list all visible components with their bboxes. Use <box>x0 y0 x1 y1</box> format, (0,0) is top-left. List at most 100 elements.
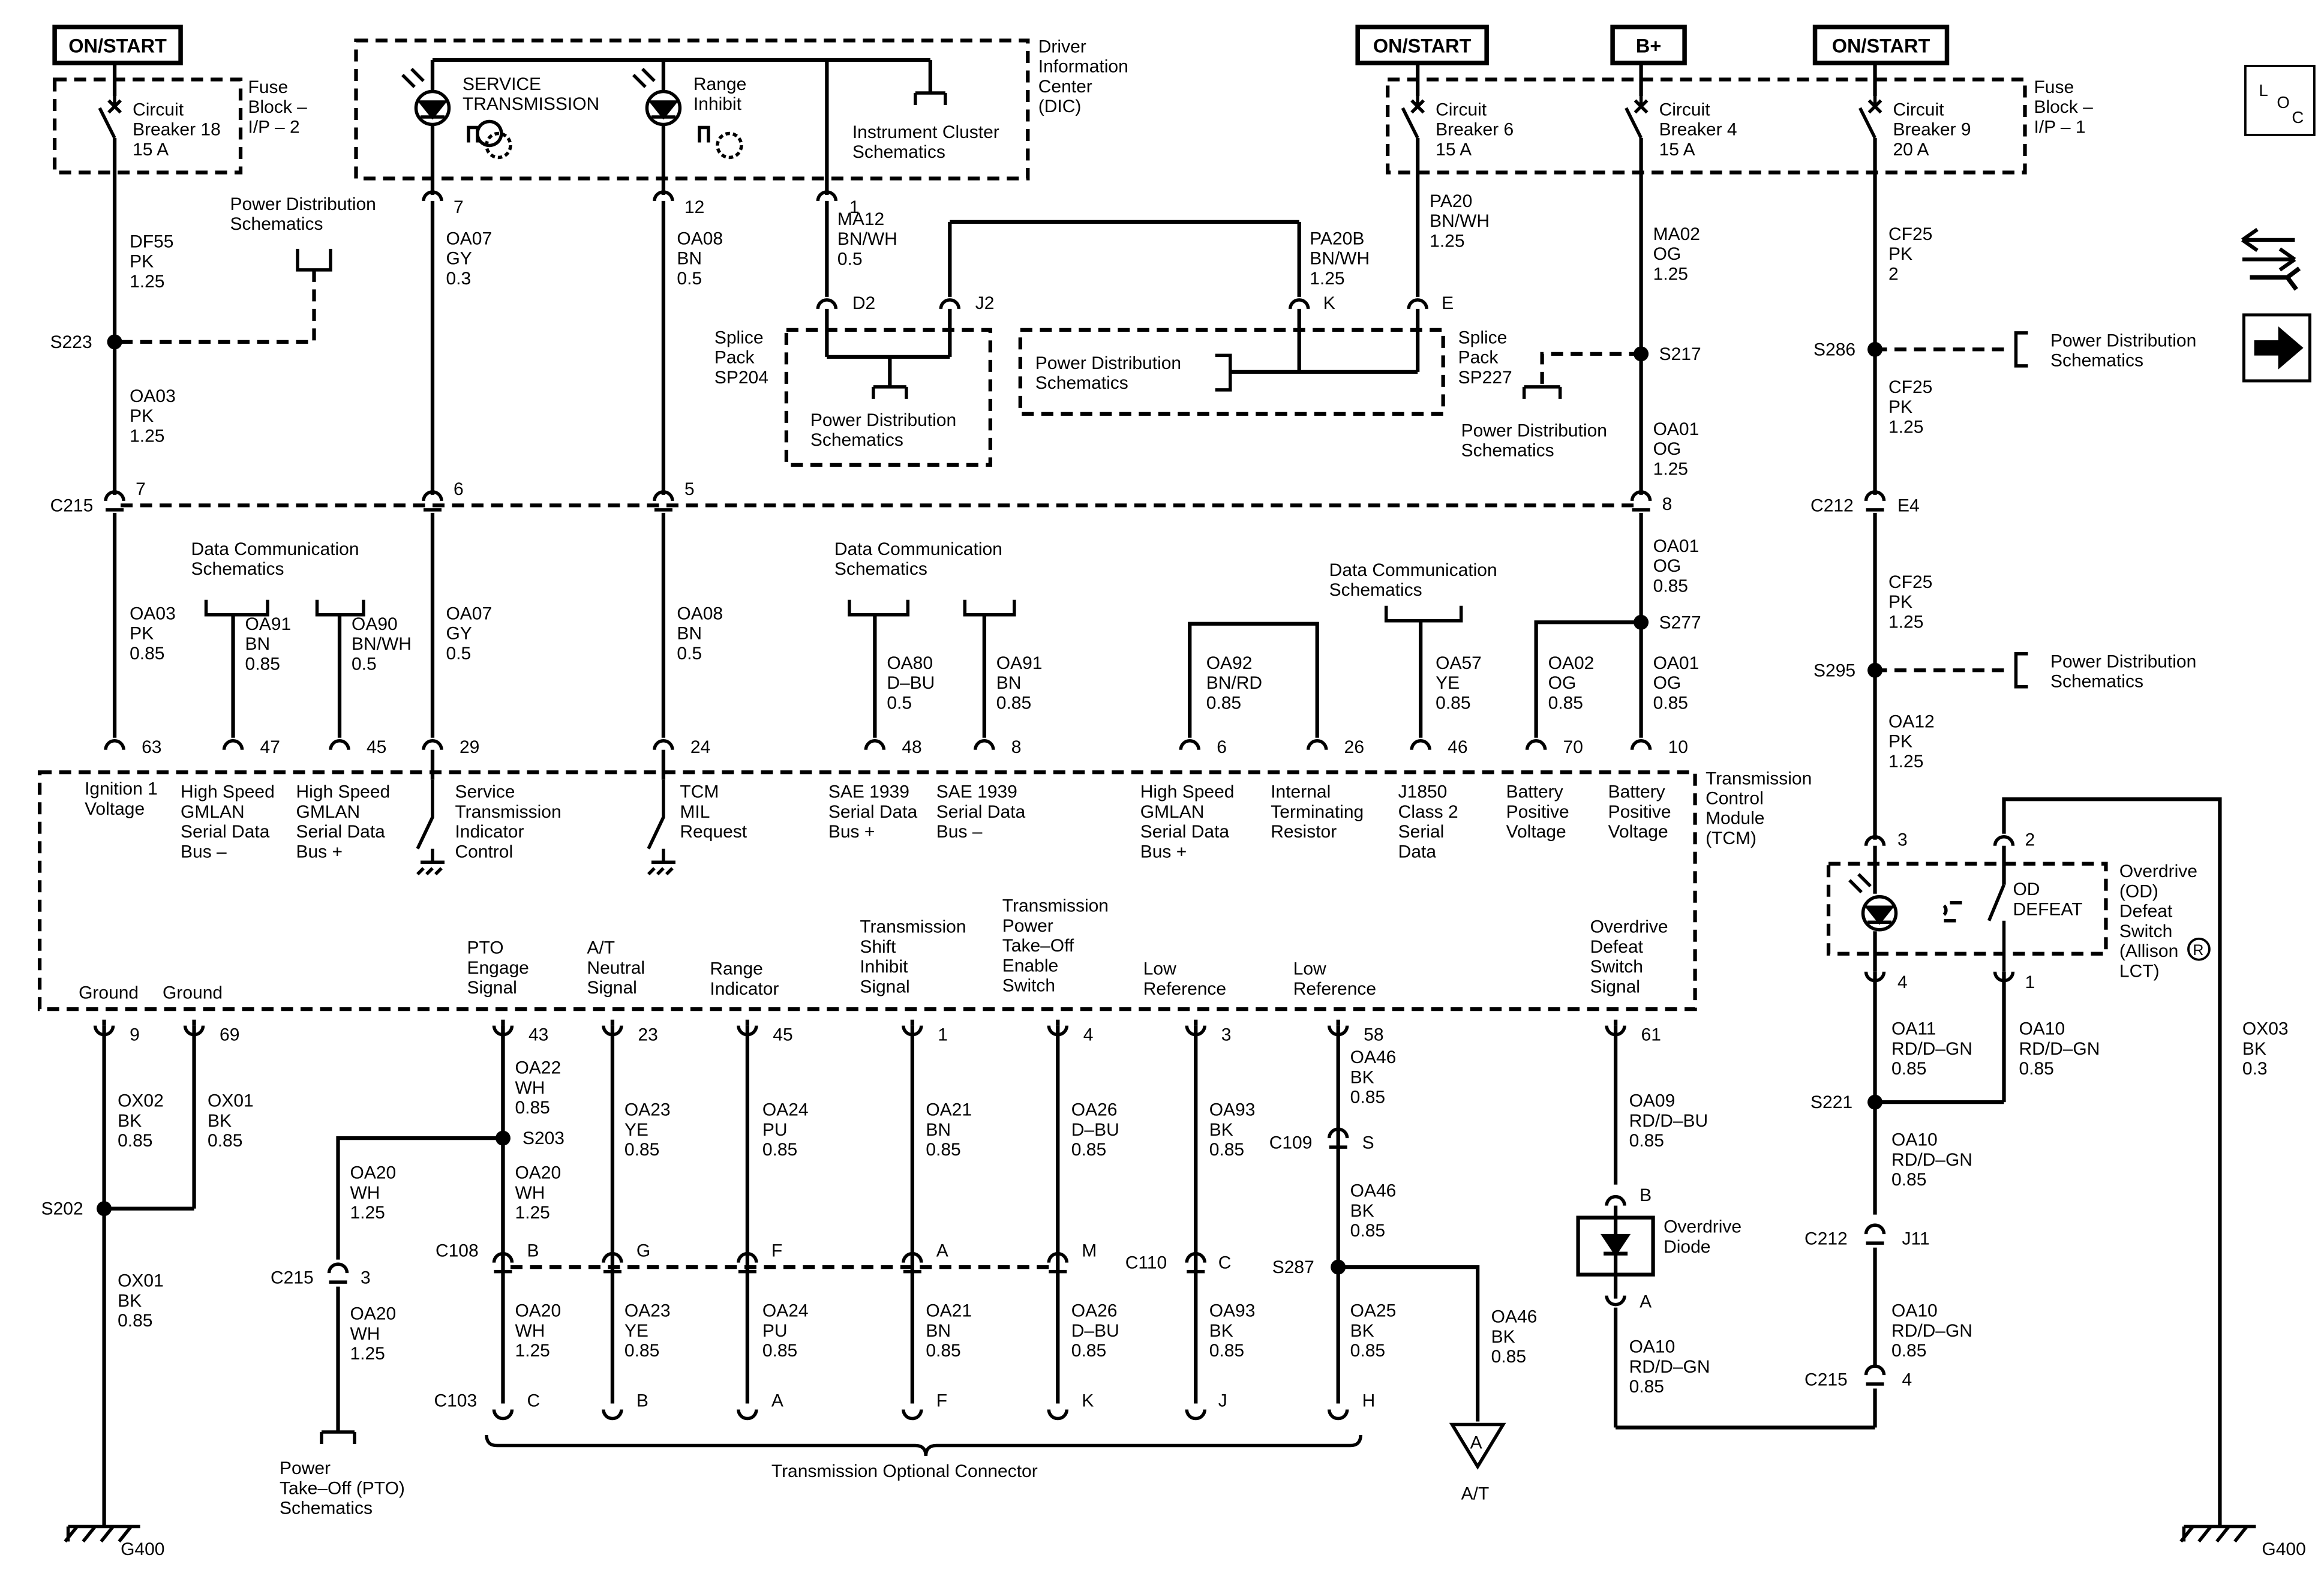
connector-icon <box>902 1025 923 1037</box>
pin-label: 46 <box>1448 737 1467 757</box>
label-line: Transmission <box>860 917 966 937</box>
splice-dot <box>1331 1259 1346 1275</box>
label-line: RD/D–GN <box>1891 1039 1972 1059</box>
label-line: Breaker 6 <box>1436 120 1514 140</box>
label-line: PK <box>1888 592 1912 612</box>
label-line: OA93 <box>1209 1301 1256 1321</box>
power-source-label: B+ <box>1636 35 1661 56</box>
label-line: Data Communication <box>834 539 1002 559</box>
label-line: Bus + <box>1140 842 1187 861</box>
label-line: Circuit <box>133 100 184 119</box>
indicator-lamp-icon <box>1864 905 1895 925</box>
label-line: Power Distribution <box>1461 421 1607 440</box>
pin-label: 1 <box>938 1025 948 1045</box>
label-line: 0.85 <box>1350 1088 1385 1107</box>
dashed-box <box>1826 861 2108 956</box>
pin-label: 3 <box>361 1268 371 1288</box>
label-line: 0.5 <box>887 693 912 713</box>
pin-label: H <box>1362 1391 1376 1411</box>
label-line: WH <box>515 1321 545 1341</box>
pin-label: 24 <box>690 737 710 757</box>
label-at_label: A/T <box>1461 1484 1490 1504</box>
label-line: BN <box>245 634 271 654</box>
label-line: OA10 <box>2019 1019 2065 1039</box>
label-line: 0.85 <box>1206 693 1241 713</box>
connector-icon <box>104 739 125 751</box>
label-line: MA02 <box>1653 224 1700 244</box>
label-line: Data Communication <box>191 539 359 559</box>
connector-icon <box>902 1251 923 1263</box>
label-line: BK <box>208 1111 232 1131</box>
pin-label: 47 <box>260 737 280 757</box>
label-line: OA10 <box>1891 1130 1938 1150</box>
breaker-icon <box>1410 99 1425 114</box>
label-line: Range <box>693 74 746 94</box>
label-line: 15 A <box>1659 140 1695 160</box>
tcm-module-box <box>37 770 1697 1011</box>
label-line: Battery <box>1608 782 1665 802</box>
connector-icon <box>602 1409 623 1421</box>
label-line: Transmission Optional Connector <box>771 1461 1038 1481</box>
connector-icon <box>1306 739 1328 751</box>
label-line: OA10 <box>1891 1301 1938 1321</box>
label-line: 1.25 <box>1653 264 1688 284</box>
label-line: A/T <box>587 938 615 958</box>
label-line: DEFEAT <box>2013 899 2082 919</box>
label-line: CF25 <box>1888 224 1932 244</box>
connector-icon <box>222 739 244 751</box>
label-line: Internal <box>1271 782 1331 802</box>
label-line: 1.25 <box>1653 459 1688 479</box>
pin-label: 3 <box>1221 1025 1232 1045</box>
label-line: G400 <box>2262 1539 2305 1559</box>
connector-icon <box>1047 1025 1069 1037</box>
label-line: BN/WH <box>1430 211 1490 231</box>
label-line: 1.25 <box>515 1203 550 1223</box>
label-line: BK <box>118 1111 142 1131</box>
label-line: OA25 <box>1350 1301 1397 1321</box>
label-line: Splice <box>1458 328 1508 347</box>
bracket <box>1522 385 1562 399</box>
label-line: OG <box>1653 673 1682 693</box>
label-line: Bus – <box>181 842 227 861</box>
splice-dot <box>107 334 122 350</box>
label-line: 0.85 <box>1491 1347 1526 1367</box>
connector-icon <box>1185 1251 1206 1263</box>
pin-label: 45 <box>367 737 386 757</box>
label-line: OA23 <box>624 1100 671 1120</box>
label-line: OX01 <box>118 1271 164 1291</box>
bracket <box>320 1430 356 1445</box>
label-line: MA12 <box>837 209 884 229</box>
label-line: Switch <box>1002 976 1055 996</box>
label-line: PA20 <box>1430 191 1472 211</box>
service-tools-icon <box>2241 227 2296 272</box>
connector-icon <box>1179 739 1200 751</box>
label-line: Take–Off <box>1002 936 1074 956</box>
connector-icon <box>1185 1025 1206 1037</box>
label-line: Serial Data <box>936 802 1026 822</box>
label-line: Serial <box>1398 822 1445 842</box>
bracket <box>914 91 947 105</box>
label-line: High Speed <box>181 782 275 802</box>
label-line: Module <box>1706 809 1764 828</box>
connector-label: C212 <box>1804 1229 1848 1249</box>
